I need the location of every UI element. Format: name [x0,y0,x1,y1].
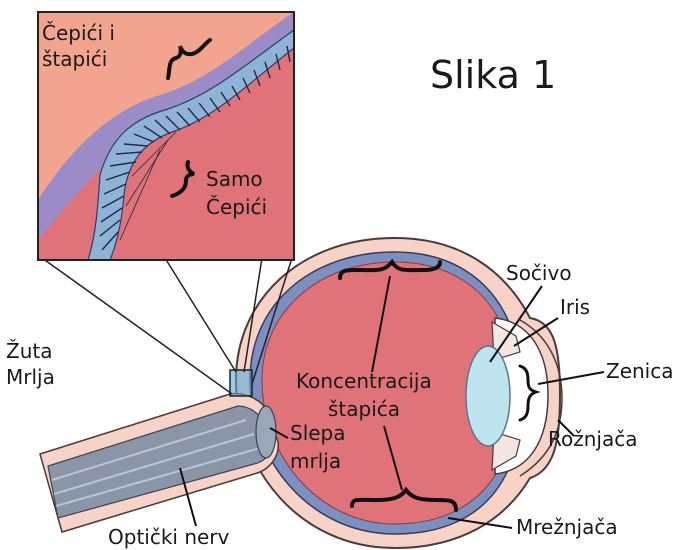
label-lens: Sočivo [506,261,572,285]
label-cones-only: Čepići [206,195,267,219]
label-iris: Iris [560,295,590,319]
label-blind-spot: mrlja [290,449,341,473]
label-optic-nerve: Optički nerv [108,525,230,549]
label-retina: Mrežnjača [516,515,618,539]
label-pupil: Zenica [606,359,674,383]
label-cones-only: Samo [206,167,263,191]
zoom-line [42,258,232,394]
zoom-line [165,258,236,372]
label-cones-and-rods: Čepići i [42,21,115,45]
optic-disc [256,406,276,458]
label-blind-spot: Slepa [290,421,346,445]
macula-marker [230,370,252,396]
label-cornea: Rožnjača [548,427,637,451]
lens [466,346,510,446]
figure-title: Slika 1 [430,53,556,97]
optic-nerve [40,394,278,532]
label-rod-concentration: štapića [328,397,400,421]
label-macula: Žuta [6,339,52,363]
label-macula: Mrlja [6,365,55,389]
label-cones-and-rods: štapići [42,47,107,71]
label-rod-concentration: Koncentracija [296,369,432,393]
